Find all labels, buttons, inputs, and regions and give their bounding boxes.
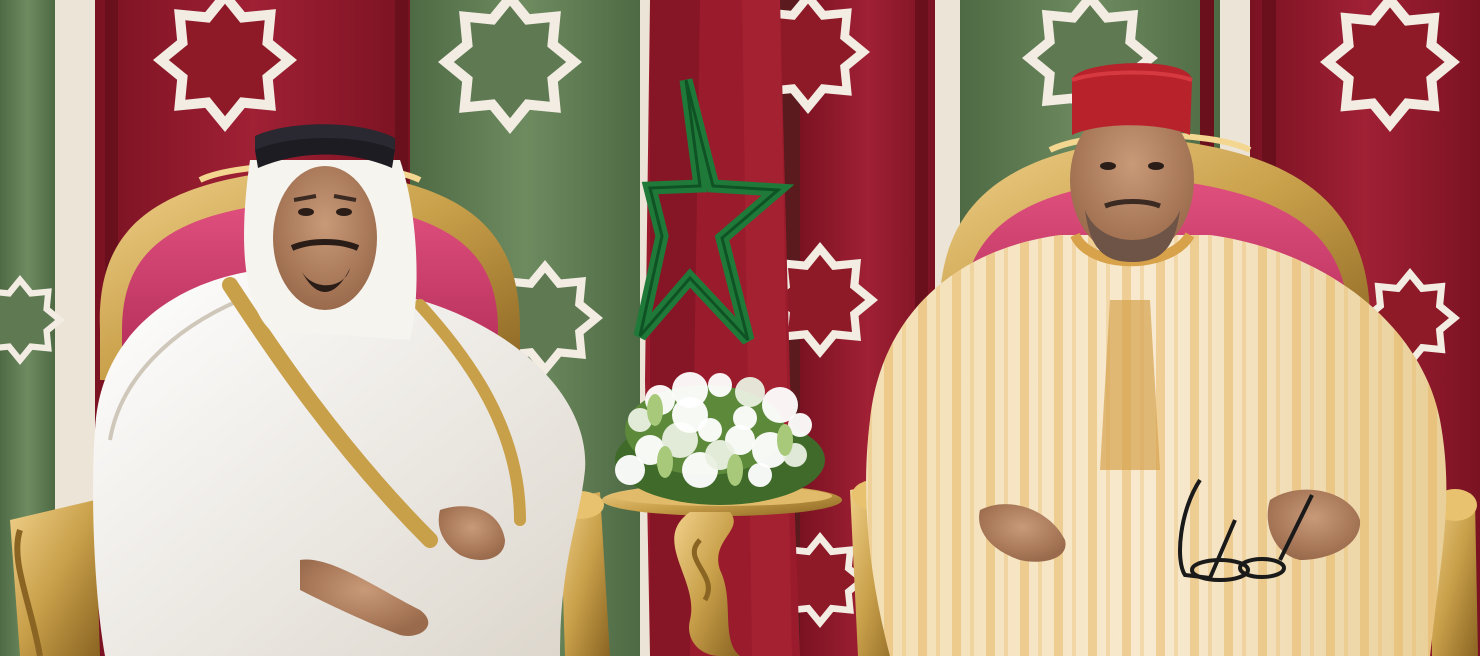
flower-bouquet	[615, 372, 825, 505]
flag	[633, 0, 800, 656]
eyeglasses-icon	[1178, 478, 1314, 582]
man-right	[866, 63, 1447, 656]
man-left	[93, 124, 586, 656]
